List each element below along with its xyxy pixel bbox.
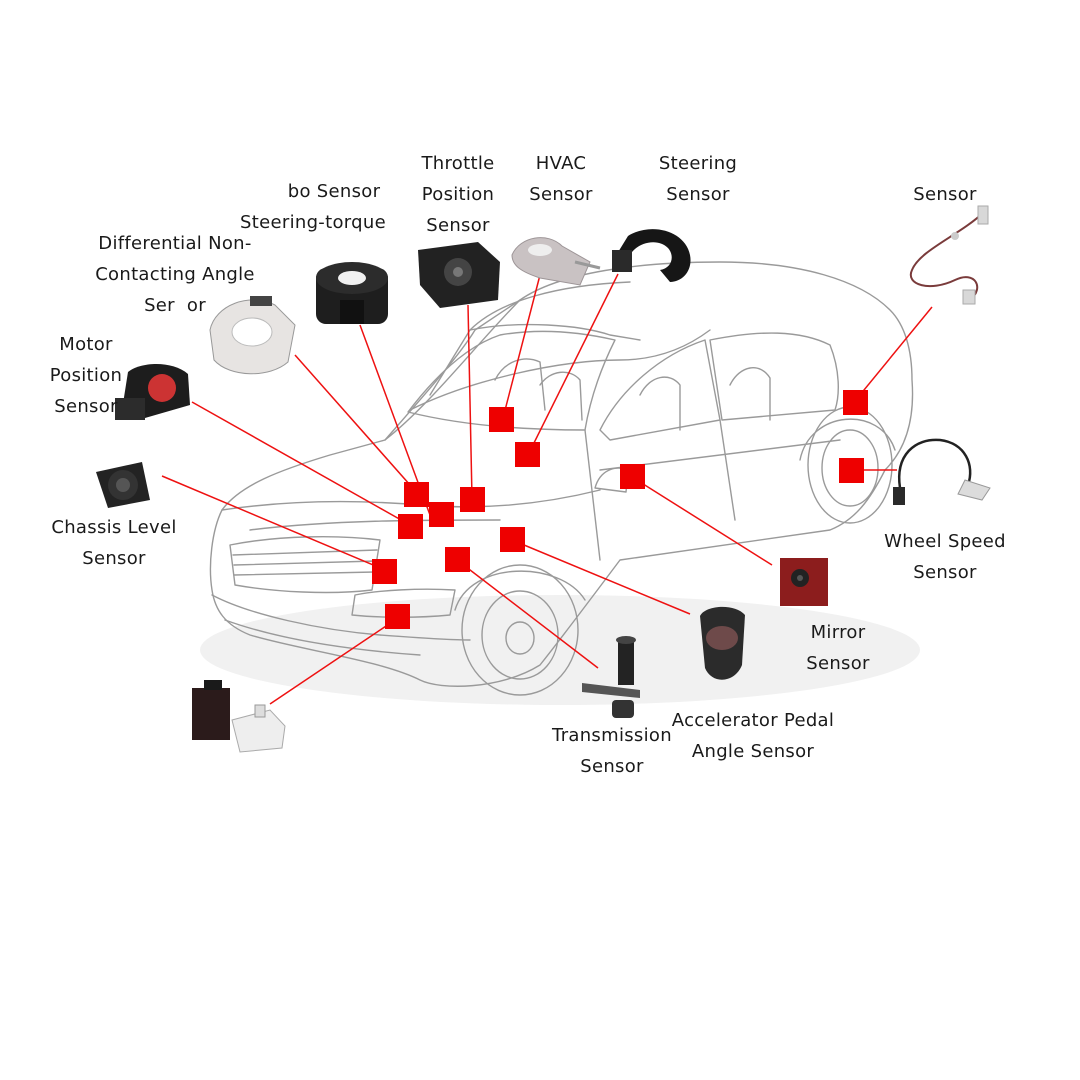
- marker-chassis: [372, 559, 397, 584]
- mirror-sensor-icon: [780, 558, 828, 606]
- marker-throttle: [460, 487, 485, 512]
- label-differential: Differential Non- Contacting Angle Ser o…: [94, 228, 256, 321]
- label-sensor-top-right: Sensor: [905, 179, 985, 210]
- label-steering-torque-line-2: Steering-torque: [240, 212, 386, 233]
- steering-sensor-icon: [612, 229, 691, 282]
- label-accelerator-line-2: Angle Sensor: [691, 741, 815, 762]
- label-accelerator-pedal: Accelerator Pedal Angle Sensor: [670, 705, 836, 767]
- label-hvac: HVAC Sensor: [516, 148, 606, 210]
- label-motor-line-2: Position: [49, 365, 123, 386]
- label-throttle-line-1: Throttle: [421, 153, 495, 174]
- label-motor-position: Motor Position Sensor: [44, 329, 128, 422]
- leader-accelerator: [511, 539, 691, 615]
- hvac-sensor-icon: [511, 237, 601, 286]
- label-steering-line-1: Steering: [658, 153, 738, 174]
- marker-differential: [404, 482, 429, 507]
- leader-differential: [294, 354, 419, 495]
- label-steering-torque-line-1: bo Sensor: [287, 181, 381, 202]
- leader-connector: [269, 617, 399, 705]
- marker-connector: [385, 604, 410, 629]
- label-wheel-speed: Wheel Speed Sensor: [880, 526, 1010, 588]
- wheel-speed-sensor-icon: [893, 438, 991, 505]
- car-outline: [209, 261, 914, 696]
- marker-steering-torque: [429, 502, 454, 527]
- marker-steering: [515, 442, 540, 467]
- marker-mirror: [620, 464, 645, 489]
- label-chassis-level: Chassis Level Sensor: [48, 512, 180, 574]
- steering-torque-sensor-icon: [316, 262, 388, 324]
- label-motor-line-3: Sensor: [54, 396, 118, 417]
- label-steering: Steering Sensor: [646, 148, 750, 210]
- leader-motor: [191, 401, 411, 526]
- label-chassis-line-1: Chassis Level: [51, 517, 177, 538]
- markers: [372, 390, 868, 629]
- chassis-level-sensor-icon: [96, 462, 150, 508]
- label-differential-line-1: Differential Non-: [98, 233, 252, 254]
- label-chassis-line-2: Sensor: [82, 548, 146, 569]
- leader-mirror: [631, 476, 773, 566]
- marker-transmission: [445, 547, 470, 572]
- label-transmission-line-2: Sensor: [580, 756, 644, 777]
- label-wheel-line-1: Wheel Speed: [884, 531, 1006, 552]
- transmission-sensor-icon: [582, 636, 640, 718]
- marker-motor: [398, 514, 423, 539]
- label-transmission: Transmission Sensor: [546, 720, 678, 782]
- label-throttle-line-2: Position: [421, 184, 495, 205]
- marker-accelerator: [500, 527, 525, 552]
- connector-sensor-icon: [192, 680, 286, 753]
- motor-position-sensor-icon: [115, 364, 190, 420]
- leader-transmission: [456, 559, 599, 669]
- label-throttle-line-3: Sensor: [426, 215, 490, 236]
- label-transmission-line-1: Transmission: [552, 725, 672, 746]
- leader-steering: [527, 273, 619, 456]
- leader-throttle: [467, 304, 473, 499]
- differential-angle-sensor-icon: [209, 296, 296, 375]
- label-hvac-line-1: HVAC: [535, 153, 587, 174]
- marker-cable-sensor: [843, 390, 868, 415]
- label-mirror: Mirror Sensor: [800, 617, 876, 679]
- leader-hvac: [502, 274, 541, 419]
- label-mirror-line-2: Sensor: [806, 653, 870, 674]
- label-accelerator-line-1: Accelerator Pedal: [671, 710, 835, 731]
- label-wheel-line-2: Sensor: [913, 562, 977, 583]
- leader-lines: [161, 273, 933, 705]
- label-throttle-position: Throttle Position Sensor: [408, 148, 508, 241]
- cable-sensor-icon: [909, 205, 989, 305]
- marker-hvac: [489, 407, 514, 432]
- leader-chassis: [161, 475, 386, 571]
- accelerator-pedal-sensor-icon: [700, 606, 745, 680]
- label-steering-line-2: Sensor: [666, 184, 730, 205]
- leader-cable-sensor: [854, 306, 933, 402]
- label-steering-torque: bo Sensor Steering-torque: [240, 176, 386, 238]
- label-motor-line-1: Motor: [59, 334, 113, 355]
- label-differential-line-2: Contacting Angle: [95, 264, 255, 285]
- label-differential-line-3: Ser or: [144, 295, 206, 316]
- label-mirror-line-1: Mirror: [810, 622, 866, 643]
- label-sensor-top-right-line-1: Sensor: [913, 184, 977, 205]
- throttle-position-sensor-icon: [418, 242, 500, 308]
- marker-wheel: [839, 458, 864, 483]
- label-hvac-line-2: Sensor: [529, 184, 593, 205]
